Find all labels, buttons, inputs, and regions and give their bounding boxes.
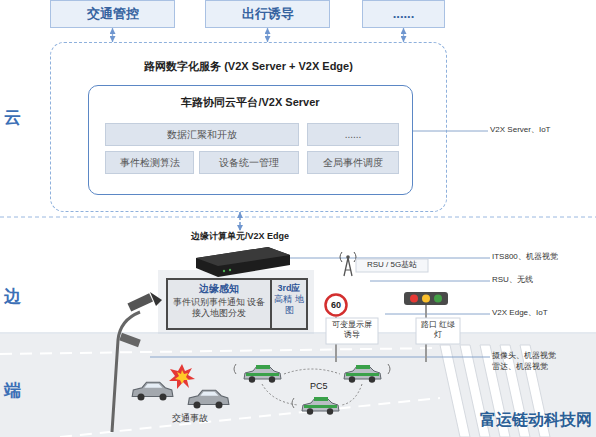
camera bbox=[127, 293, 153, 311]
edge-unit: 边缘计算单元/V2X Edge bbox=[182, 231, 298, 275]
node-text: 高精 地图 bbox=[274, 294, 304, 316]
node-text: 60 bbox=[331, 300, 341, 311]
connector bbox=[112, 28, 113, 42]
leader-line bbox=[385, 314, 490, 315]
tag-box bbox=[326, 318, 378, 344]
tier-separator bbox=[0, 333, 596, 334]
radio-wave bbox=[388, 364, 390, 374]
sign-ring bbox=[326, 295, 347, 316]
watermark: 富运链动科技网 bbox=[462, 410, 592, 429]
edge-unit-top bbox=[196, 247, 290, 266]
node-text: 边缘感知 bbox=[172, 283, 266, 295]
tag-box bbox=[416, 318, 460, 344]
tier-label: 边 bbox=[4, 287, 26, 307]
function-box: 数据汇聚和开放 bbox=[105, 123, 299, 146]
node-text: 车路协同云平台/V2X Server bbox=[89, 96, 412, 109]
node-text: 全局事件调度 bbox=[323, 157, 383, 169]
connector bbox=[239, 212, 240, 231]
pc5-link bbox=[284, 369, 340, 374]
tech-note: V2X Edge、IoT bbox=[492, 308, 594, 318]
car bbox=[188, 390, 229, 408]
tag-box bbox=[356, 259, 428, 272]
node-text: 边缘计算单元/V2X Edge bbox=[182, 231, 298, 242]
link-label: PC5 bbox=[310, 381, 336, 392]
leader-line bbox=[290, 258, 490, 259]
leader-line bbox=[150, 357, 490, 358]
tech-note: ITS800、机器视觉 bbox=[492, 252, 594, 262]
node-text: 路网数字化服务 (V2X Server + V2X Edge) bbox=[51, 60, 446, 73]
antenna-mast bbox=[345, 270, 351, 271]
tier-separator bbox=[0, 217, 596, 218]
radar bbox=[119, 333, 141, 347]
leader-line bbox=[370, 281, 490, 282]
red-lamp bbox=[410, 295, 418, 303]
device-label: 可变显示屏 诱导 bbox=[328, 320, 376, 339]
green-lamp bbox=[434, 295, 442, 303]
camera-lens bbox=[150, 292, 162, 306]
tier-label: 云 bbox=[4, 108, 26, 128]
function-box: 事件检测算法 bbox=[105, 151, 194, 174]
tech-note: 摄像头、机器视觉 bbox=[492, 351, 594, 361]
application-box: 出行诱导 bbox=[205, 0, 330, 28]
crash-burst bbox=[169, 364, 195, 389]
car bbox=[132, 382, 173, 400]
event-label: 交通事故 bbox=[160, 413, 220, 424]
camera-pole bbox=[112, 312, 140, 432]
radio-wave bbox=[234, 364, 236, 374]
leader-line bbox=[412, 131, 488, 132]
node-text: 数据汇聚和开放 bbox=[167, 129, 237, 141]
cloud-platform-box: 车路协同云平台/V2X Server 数据汇聚和开放...... 事件检测算法 设备统… bbox=[88, 85, 413, 195]
connected-car bbox=[344, 365, 381, 383]
module-box: 边缘感知事件识别事件通知 设备接入地图分发 bbox=[166, 278, 272, 330]
function-box: 全局事件调度 bbox=[307, 151, 399, 174]
road-surface bbox=[0, 334, 596, 437]
node-text: 设备统一管理 bbox=[219, 157, 279, 169]
antenna-head bbox=[346, 255, 350, 259]
antenna-mast bbox=[344, 258, 348, 276]
node-text: 事件识别事件通知 设备接入地图分发 bbox=[172, 297, 266, 319]
device-label: 路口 红绿灯 bbox=[418, 320, 458, 339]
connected-car bbox=[244, 365, 281, 383]
lane-line bbox=[0, 348, 440, 354]
function-box: 设备统一管理 bbox=[199, 151, 299, 174]
node-text: 交通管控 bbox=[87, 6, 139, 22]
function-box: ...... bbox=[307, 123, 399, 146]
node-text: 事件检测算法 bbox=[120, 157, 180, 169]
node-text: ...... bbox=[345, 129, 362, 141]
radio-wave bbox=[340, 252, 342, 262]
crash-burst bbox=[175, 370, 189, 384]
module-box: 3rd应高精 地图 bbox=[272, 278, 308, 330]
tier-label: 端 bbox=[4, 381, 26, 401]
status-led bbox=[229, 269, 231, 271]
antenna-mast bbox=[348, 258, 352, 276]
node-text: ...... bbox=[393, 6, 415, 22]
tech-note: 雷达、机器视觉 bbox=[492, 362, 594, 372]
lane-line bbox=[60, 398, 440, 437]
application-box: ...... bbox=[362, 0, 445, 28]
connector bbox=[267, 28, 268, 42]
radio-wave bbox=[292, 398, 294, 408]
connected-car bbox=[302, 397, 339, 415]
speed-sign: 60 bbox=[324, 293, 348, 317]
edge-unit-box bbox=[196, 247, 290, 277]
yellow-lamp bbox=[422, 295, 430, 303]
connector bbox=[403, 28, 404, 42]
application-box: 交通管控 bbox=[50, 0, 175, 28]
tech-note: V2X Server、IoT bbox=[490, 125, 594, 135]
node-text: 3rd应 bbox=[274, 283, 304, 294]
traffic-light bbox=[404, 292, 448, 305]
service-group: 路网数字化服务 (V2X Server + V2X Edge) 车路协同云平台/V… bbox=[50, 42, 447, 212]
tech-note: RSU、无线 bbox=[492, 275, 594, 285]
status-led bbox=[223, 270, 225, 272]
module-panel bbox=[158, 270, 314, 334]
node-text: 出行诱导 bbox=[242, 6, 294, 22]
device-label: RSU / 5G基站 bbox=[358, 260, 426, 270]
pc5-link bbox=[342, 384, 362, 405]
